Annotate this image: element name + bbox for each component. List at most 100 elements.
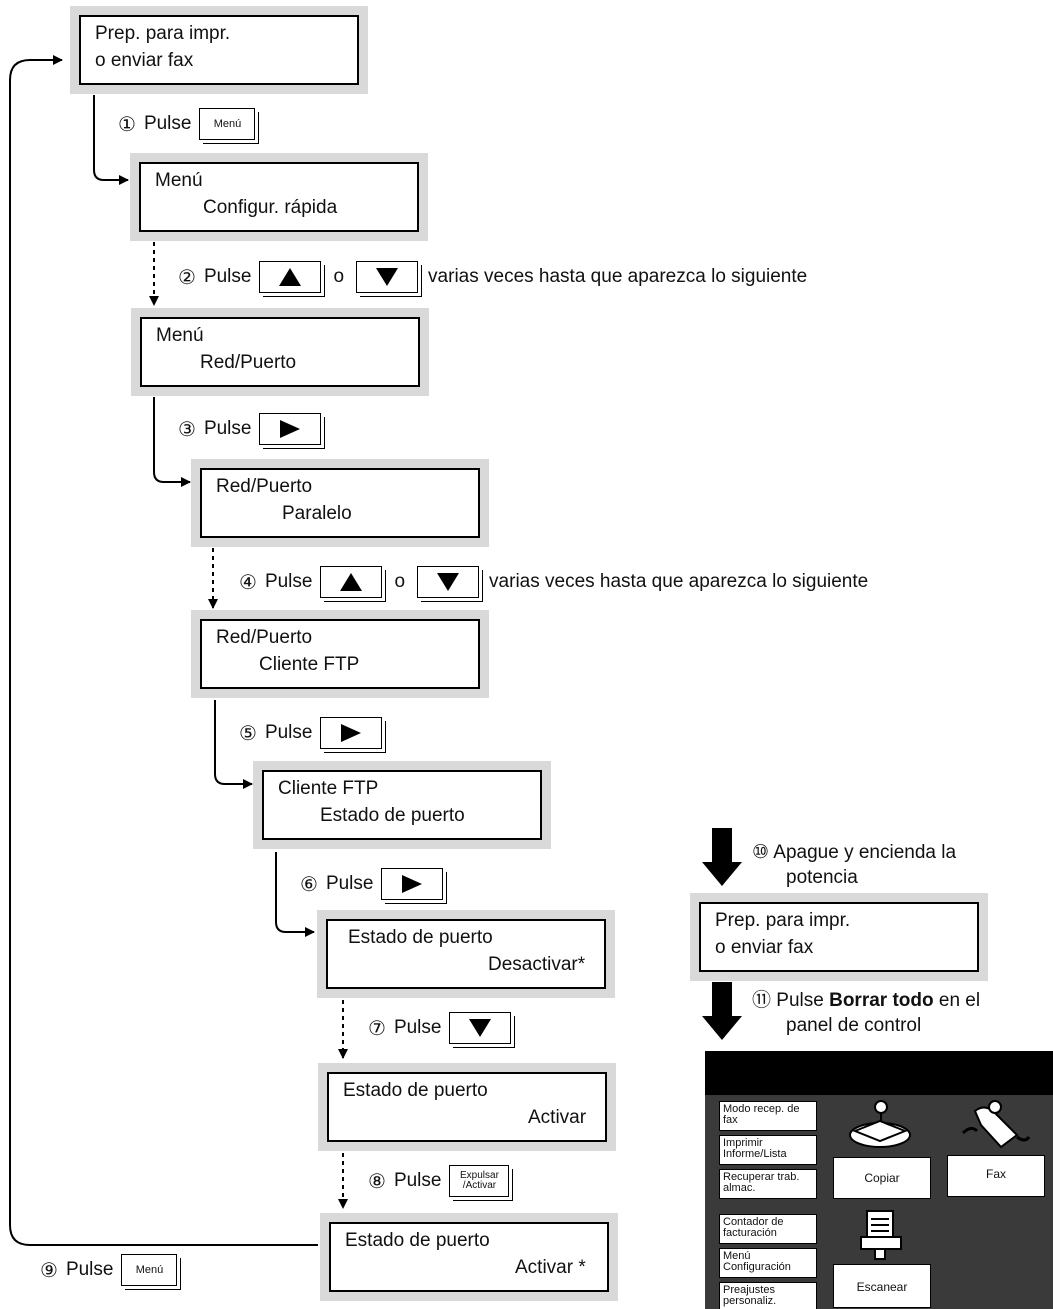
lcd-line-2: Red/Puerto bbox=[200, 352, 297, 373]
step-8: ⑧ Pulse Expulsar/Activar bbox=[368, 1163, 510, 1199]
step-action: Pulse bbox=[203, 266, 252, 287]
down-arrow-icon bbox=[376, 268, 399, 286]
right-arrow-key[interactable] bbox=[259, 413, 322, 445]
lcd-line-1: Estado de puerto bbox=[348, 927, 493, 948]
step-action: Pulse bbox=[325, 873, 374, 894]
step-number: ⑥ bbox=[300, 873, 318, 896]
big-arrow-11 bbox=[702, 982, 742, 1040]
step-6: ⑥ Pulse bbox=[300, 866, 444, 902]
menu-key[interactable]: Menú bbox=[121, 1254, 178, 1286]
lcd-line-1: Estado de puerto bbox=[345, 1230, 490, 1251]
lcd-line-2: Activar * bbox=[515, 1257, 586, 1278]
step-instruction: Apague y encienda la bbox=[773, 842, 957, 863]
lcd-line-1: Menú bbox=[155, 170, 203, 191]
step-number: ⑪ bbox=[752, 990, 772, 1011]
panel-top-bar bbox=[705, 1051, 1053, 1095]
down-arrow-key[interactable] bbox=[449, 1012, 512, 1044]
panel-button-setup-menu[interactable]: Menú Configuración bbox=[719, 1248, 817, 1278]
key-label-top: Expulsar bbox=[460, 1170, 499, 1181]
step-action: Pulse bbox=[143, 113, 192, 134]
up-arrow-key[interactable] bbox=[320, 566, 383, 598]
right-arrow-key[interactable] bbox=[381, 868, 444, 900]
or-text: o bbox=[333, 266, 345, 287]
connector-3-4 bbox=[153, 397, 191, 487]
step-instruction: varias veces hasta que aparezca lo sigui… bbox=[489, 571, 869, 592]
menu-key[interactable]: Menú bbox=[199, 108, 256, 140]
lcd-line-1: Prep. para impr. bbox=[95, 23, 231, 44]
connector-6-7 bbox=[275, 852, 315, 937]
connector-1-2 bbox=[93, 95, 129, 185]
scan-button[interactable]: Escanear bbox=[833, 1264, 931, 1308]
step-action: Pulse bbox=[65, 1259, 114, 1280]
step-number: ⑦ bbox=[368, 1017, 386, 1040]
step-4: ④ Pulse o varias veces hasta que aparezc… bbox=[239, 564, 868, 600]
panel-button-fax-receive-mode[interactable]: Modo recep. de fax bbox=[719, 1101, 817, 1131]
step-number: ⑤ bbox=[239, 722, 257, 745]
step-instruction: varias veces hasta que aparezca lo sigui… bbox=[428, 266, 808, 287]
step-number: ⑩ bbox=[752, 842, 770, 863]
lcd-line-2: Desactivar* bbox=[488, 954, 586, 975]
connector-loop-back bbox=[9, 55, 318, 1246]
down-arrow-icon bbox=[437, 573, 460, 591]
step-action: Pulse bbox=[203, 418, 252, 439]
right-arrow-icon bbox=[402, 875, 423, 893]
lcd-line-2: o enviar fax bbox=[715, 937, 814, 958]
lcd-line-2: Activar bbox=[528, 1107, 587, 1128]
scan-icon bbox=[860, 1210, 902, 1260]
step-number: ③ bbox=[178, 418, 196, 441]
down-arrow-icon bbox=[469, 1019, 492, 1037]
eject-activate-key[interactable]: Expulsar/Activar bbox=[449, 1165, 510, 1197]
up-arrow-key[interactable] bbox=[259, 261, 322, 293]
panel-button-custom-presets[interactable]: Preajustes personaliz. bbox=[719, 1282, 817, 1309]
or-text: o bbox=[394, 571, 406, 592]
connector-5-6 bbox=[214, 700, 253, 789]
right-arrow-key[interactable] bbox=[320, 717, 383, 749]
copy-button[interactable]: Copiar bbox=[833, 1157, 931, 1199]
step-number: ① bbox=[118, 113, 136, 136]
step-number: ② bbox=[178, 266, 196, 289]
up-arrow-icon bbox=[340, 573, 363, 591]
lcd-line-2: Configur. rápida bbox=[203, 197, 338, 218]
key-label-bottom: /Activar bbox=[462, 1180, 497, 1191]
step-action: Pulse bbox=[264, 571, 313, 592]
lcd-line-1: Red/Puerto bbox=[216, 476, 313, 497]
step-action: Pulse bbox=[393, 1017, 442, 1038]
fax-button[interactable]: Fax bbox=[947, 1155, 1045, 1197]
lcd-screen-10: Prep. para impr. o enviar fax bbox=[690, 893, 988, 981]
panel-button-retrieve-jobs[interactable]: Recuperar trab. almac. bbox=[719, 1169, 817, 1199]
step-3: ③ Pulse bbox=[178, 411, 322, 447]
lcd-line-2: Estado de puerto bbox=[320, 805, 465, 826]
step-10: ⑩ Apague y encienda la potencia bbox=[752, 840, 956, 890]
step-11: ⑪ Pulse Borrar todo en el panel de contr… bbox=[752, 988, 980, 1038]
lcd-screen-1: Prep. para impr.o enviar fax bbox=[70, 6, 368, 94]
step-number: ⑧ bbox=[368, 1170, 386, 1193]
right-arrow-icon bbox=[341, 724, 362, 742]
step-1: ① Pulse Menú bbox=[118, 106, 256, 142]
step-9: ⑨ Pulse Menú bbox=[40, 1252, 178, 1288]
lcd-line-1: Prep. para impr. bbox=[715, 910, 851, 931]
right-arrow-icon bbox=[280, 420, 301, 438]
panel-button-print-report[interactable]: Imprimir Informe/Lista bbox=[719, 1135, 817, 1165]
lcd-line-1: Menú bbox=[156, 325, 204, 346]
step-instruction-pre: Pulse bbox=[776, 990, 830, 1011]
lcd-line-2: Paralelo bbox=[282, 503, 352, 524]
panel-button-billing-meter[interactable]: Contador de facturación bbox=[719, 1214, 817, 1244]
fax-icon bbox=[961, 1100, 1031, 1149]
clear-all-label: Borrar todo bbox=[829, 990, 934, 1011]
step-action: Pulse bbox=[264, 722, 313, 743]
copy-icon bbox=[849, 1100, 911, 1148]
step-2: ② Pulse o varias veces hasta que aparezc… bbox=[178, 259, 807, 295]
step-number: ④ bbox=[239, 571, 257, 594]
step-number: ⑨ bbox=[40, 1259, 58, 1282]
down-arrow-key[interactable] bbox=[417, 566, 480, 598]
down-arrow-key[interactable] bbox=[356, 261, 419, 293]
lcd-line-2: Cliente FTP bbox=[259, 654, 360, 675]
